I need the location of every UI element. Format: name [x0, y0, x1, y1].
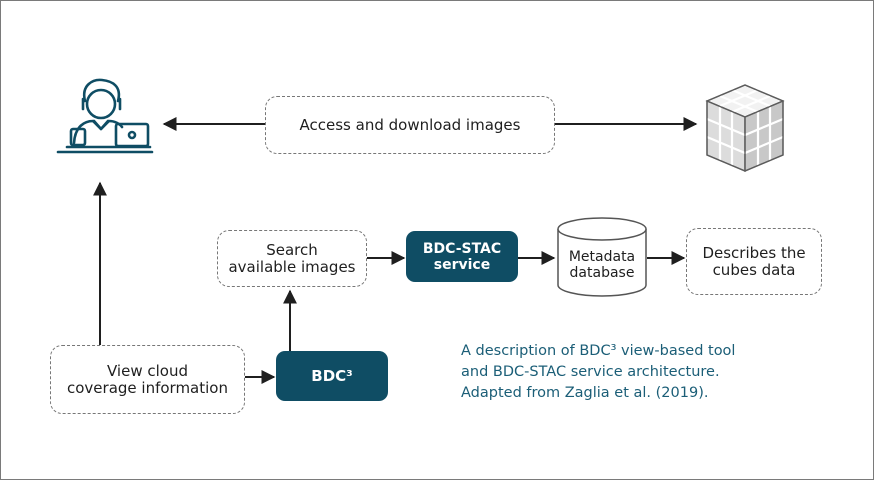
user-laptop-icon [56, 78, 154, 154]
data-cube-icon [705, 84, 785, 172]
view-cloud-coverage-node: View cloud coverage information [50, 345, 245, 414]
describes-cubes-node: Describes the cubes data [686, 228, 822, 295]
bdc3-node: BDC³ [276, 351, 388, 401]
search-images-node: Search available images [217, 230, 367, 287]
access-download-node: Access and download images [265, 96, 555, 154]
figure-caption: A description of BDC³ view-based tool an… [461, 343, 736, 401]
bdc-stac-service-node: BDC-STAC service [406, 231, 518, 282]
database-cylinder-icon [557, 217, 647, 297]
metadata-database-label: Metadata database [568, 249, 636, 281]
